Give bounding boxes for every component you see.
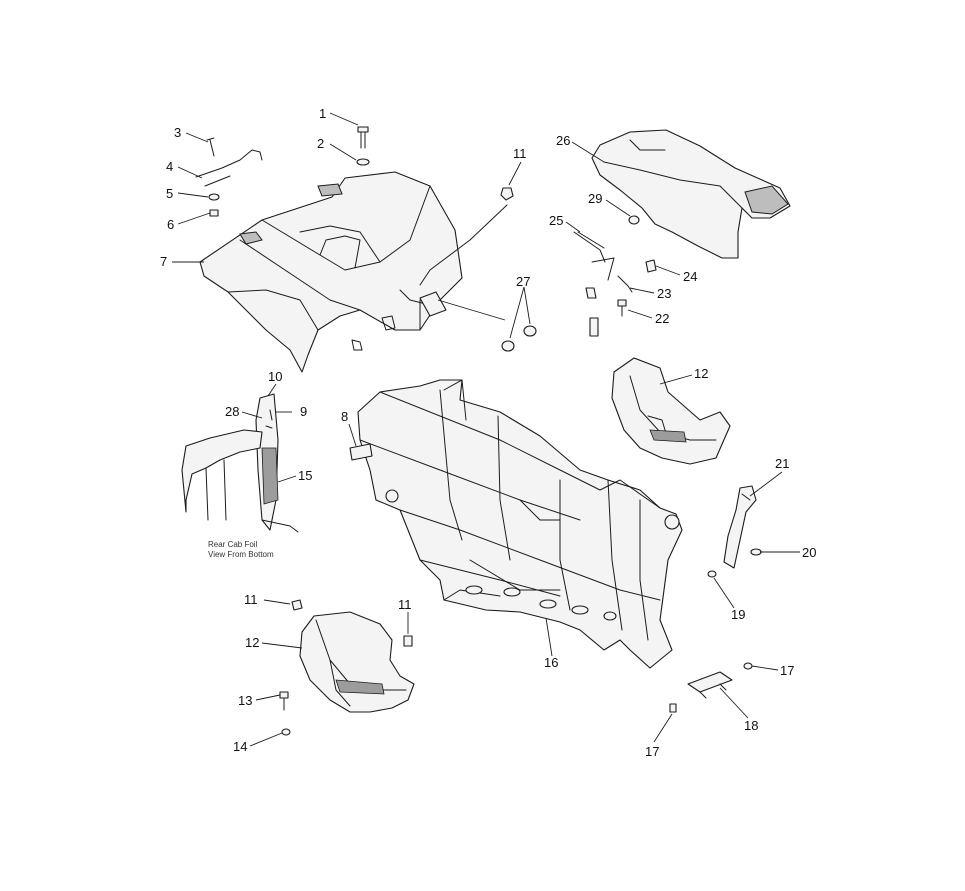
callout-6: 6 <box>167 217 174 232</box>
footwell-right <box>611 357 731 465</box>
callout-19: 19 <box>731 607 745 622</box>
callout-11-left: 11 <box>244 592 258 607</box>
callout-7: 7 <box>160 254 167 269</box>
view-note-line2: View From Bottom <box>208 550 274 559</box>
callout-29: 29 <box>588 191 602 206</box>
bracket-right <box>669 485 762 713</box>
callout-11-center: 11 <box>398 597 412 612</box>
callout-23: 23 <box>657 286 671 301</box>
callout-12-left: 12 <box>245 635 259 650</box>
part-29 <box>628 215 640 225</box>
view-note: Rear Cab Foil View From Bottom <box>208 540 274 559</box>
callout-12-right: 12 <box>694 366 708 381</box>
callout-15: 15 <box>298 468 312 483</box>
callout-27: 27 <box>516 274 530 289</box>
callout-14: 14 <box>233 739 247 754</box>
fasteners-lower-left <box>279 599 413 736</box>
callout-labels: 1 2 3 4 5 6 7 8 9 10 11 11 11 12 12 13 1… <box>160 106 816 759</box>
nuts-27 <box>501 325 537 352</box>
side-panel-left <box>181 393 299 533</box>
hardware-top <box>356 126 370 166</box>
callout-20: 20 <box>802 545 816 560</box>
view-note-line1: Rear Cab Foil <box>208 540 258 549</box>
callout-22: 22 <box>655 311 669 326</box>
callout-11-top: 11 <box>513 146 527 161</box>
callout-9: 9 <box>300 404 307 419</box>
leader-lines <box>172 112 800 747</box>
main-frame <box>357 379 683 669</box>
callout-21: 21 <box>775 456 789 471</box>
callout-4: 4 <box>166 159 173 174</box>
seat <box>591 129 791 259</box>
callout-1: 1 <box>319 106 326 121</box>
hardware-upper-left <box>195 137 263 217</box>
callout-17-right: 17 <box>780 663 794 678</box>
footwell-left <box>299 611 415 713</box>
fastener-cable <box>419 187 514 317</box>
callout-16: 16 <box>544 655 558 670</box>
callout-25: 25 <box>549 213 563 228</box>
rear-cab <box>199 171 463 373</box>
callout-28: 28 <box>225 404 239 419</box>
callout-10: 10 <box>268 369 282 384</box>
callout-13: 13 <box>238 693 252 708</box>
callout-24: 24 <box>683 269 697 284</box>
callout-3: 3 <box>174 125 181 140</box>
callout-18: 18 <box>744 718 758 733</box>
seat-latch <box>573 231 657 337</box>
callout-8: 8 <box>341 409 348 424</box>
decal-8 <box>349 443 373 461</box>
callout-17-bottom: 17 <box>645 744 659 759</box>
callout-2: 2 <box>317 136 324 151</box>
callout-5: 5 <box>166 186 173 201</box>
callout-26: 26 <box>556 133 570 148</box>
